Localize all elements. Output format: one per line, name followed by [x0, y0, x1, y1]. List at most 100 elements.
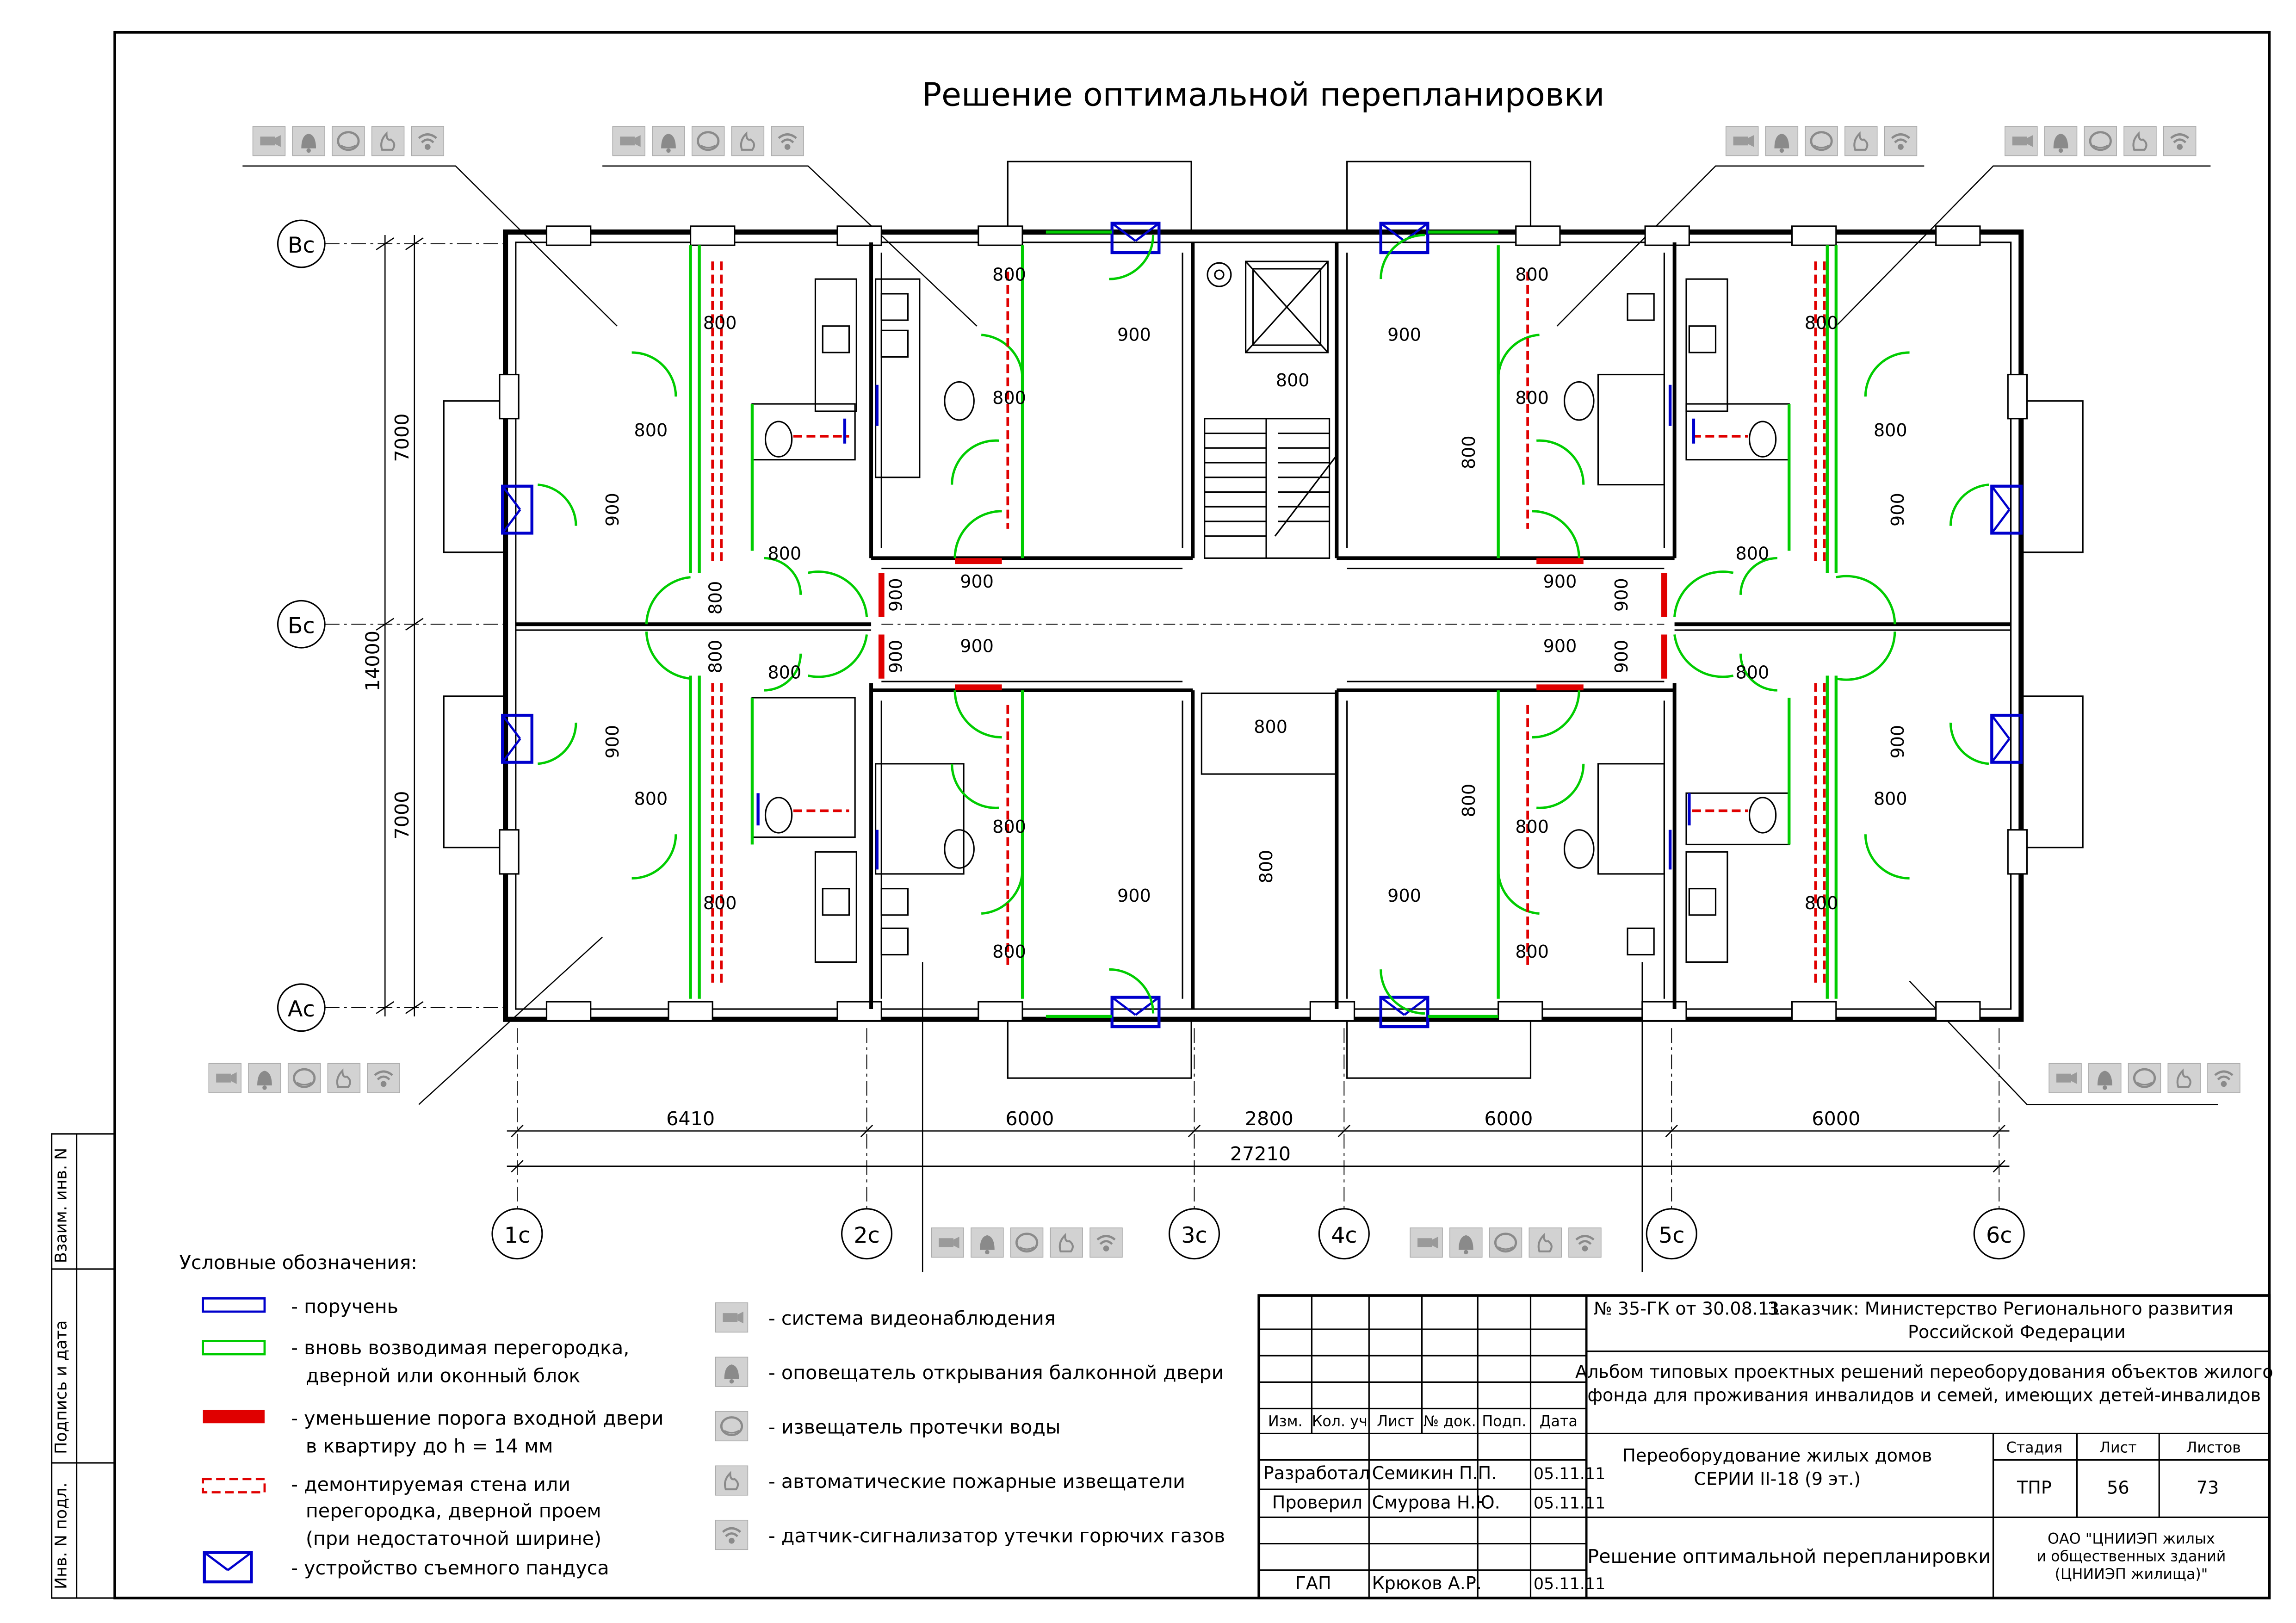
sensor-icons-bottom-2 [2049, 1063, 2240, 1092]
svg-text:Бс: Бс [288, 613, 315, 638]
legend-swatch-ramp [204, 1553, 252, 1582]
legend-item-handrail: - поручень [291, 1295, 398, 1318]
legend-item-demolished-1: - демонтируемая стена или [291, 1473, 570, 1495]
svg-text:900: 900 [960, 636, 994, 657]
dim-span-2: 6000 [1005, 1108, 1054, 1130]
legend-item-gas-sensor: - датчик-сигнализатор утечки горючих газ… [768, 1524, 1225, 1547]
sensor-icons-bottom-4 [1410, 1228, 1601, 1257]
svg-text:800: 800 [767, 663, 801, 683]
sensor-icons-top-3 [1726, 126, 1917, 155]
legend-item-demolished-2: перегородка, дверной проем [306, 1499, 601, 1522]
axis-row-v: Вс [277, 219, 506, 268]
legend-gas-sensor-icon [716, 1520, 748, 1549]
svg-text:900: 900 [1387, 325, 1421, 345]
svg-text:800: 800 [703, 313, 737, 333]
svg-text:Лист: Лист [1377, 1413, 1414, 1430]
contract-number: № 35-ГК от 30.08.11 [1594, 1298, 1780, 1319]
stamp-text-3: Инв. N подл. [52, 1482, 70, 1589]
stamp-text-2: Подпись и дата [52, 1320, 70, 1454]
svg-text:900: 900 [1543, 636, 1577, 657]
svg-text:800: 800 [1256, 850, 1276, 884]
svg-text:800: 800 [1805, 313, 1838, 333]
svg-text:900: 900 [1611, 578, 1632, 612]
legend: Условные обозначения: - поручень - вновь… [179, 1251, 1225, 1582]
svg-text:Подп.: Подп. [1482, 1413, 1526, 1430]
svg-text:800: 800 [1874, 420, 1907, 440]
dim-span-4: 6000 [1484, 1108, 1533, 1130]
svg-text:900: 900 [886, 640, 906, 674]
title-block [1257, 1294, 2271, 1599]
legend-item-threshold-2: в квартиру до h = 14 мм [306, 1435, 553, 1457]
customer-line-1: Заказчик: Министерство Регионального раз… [1768, 1298, 2233, 1319]
axis-col-4: 4с [1318, 1028, 1370, 1260]
svg-text:800: 800 [992, 388, 1026, 408]
dimension-lines-left [376, 235, 424, 1016]
svg-text:900: 900 [1117, 886, 1151, 906]
svg-text:Ас: Ас [288, 997, 315, 1022]
sheet-label: Лист [2099, 1440, 2136, 1456]
svg-text:800: 800 [1515, 817, 1549, 837]
dim-span-5: 6000 [1812, 1108, 1860, 1130]
legend-item-water-leak: - извещатель протечки воды [768, 1416, 1061, 1438]
dim-vert-2: 14000 [362, 631, 384, 691]
outer-frame [113, 31, 2271, 1599]
name-gap: Крюков А.Р. [1372, 1573, 1482, 1593]
svg-text:900: 900 [960, 571, 994, 592]
svg-text:800: 800 [1459, 784, 1479, 818]
name-developer: Семикин П.П. [1372, 1463, 1497, 1483]
name-checker: Смурова Н.Ю. [1372, 1492, 1500, 1512]
legend-item-camera: - система видеонаблюдения [768, 1307, 1056, 1330]
dim-vert-3: 7000 [391, 791, 413, 839]
object-line-2: СЕРИИ II-18 (9 эт.) [1694, 1469, 1861, 1489]
svg-text:900: 900 [602, 725, 623, 759]
legend-camera-icon [714, 1302, 749, 1333]
svg-text:900: 900 [1611, 640, 1632, 674]
date-checker: 05.11.11 [1534, 1494, 1605, 1512]
stage-label: Стадия [2006, 1440, 2063, 1456]
svg-text:800: 800 [1459, 435, 1479, 469]
object-line-1: Переоборудование жилых домов [1622, 1445, 1932, 1466]
sensor-icons-top-2 [613, 126, 804, 155]
svg-text:900: 900 [1888, 725, 1908, 759]
sheets-value: 73 [2197, 1478, 2219, 1498]
svg-text:800: 800 [992, 942, 1026, 962]
dim-vert-1: 7000 [391, 414, 413, 462]
svg-text:900: 900 [1117, 325, 1151, 345]
leader-lines [242, 165, 2218, 1272]
svg-text:2с: 2с [854, 1223, 879, 1248]
floor-plan [443, 161, 2084, 1079]
svg-text:Дата: Дата [1540, 1413, 1578, 1430]
role-developer: Разработал [1263, 1463, 1370, 1483]
legend-item-new-partition-1: - вновь возводимая перегородка, [291, 1337, 629, 1359]
axis-row-a: Ас [277, 983, 506, 1032]
legend-swatch-new-partition [202, 1340, 266, 1356]
svg-text:800: 800 [703, 893, 737, 913]
svg-text:Кол. уч: Кол. уч [1312, 1413, 1368, 1430]
svg-text:800: 800 [1515, 264, 1549, 285]
svg-text:800: 800 [992, 264, 1026, 285]
svg-text:800: 800 [1736, 663, 1770, 683]
legend-fire-detector-icon [716, 1466, 748, 1495]
svg-text:800: 800 [1736, 544, 1770, 564]
axis-col-2: 2с [841, 1028, 893, 1260]
dim-total: 27210 [1230, 1143, 1291, 1165]
svg-text:800: 800 [767, 544, 801, 564]
svg-text:Изм.: Изм. [1268, 1413, 1303, 1430]
sensor-icons-top-1 [253, 126, 444, 155]
legend-item-demolished-3: (при недостаточной ширине) [306, 1528, 601, 1550]
dim-span-1: 6410 [666, 1108, 715, 1130]
legend-balcony-alarm-icon [714, 1356, 749, 1388]
legend-item-new-partition-2: дверной или оконный блок [306, 1364, 581, 1387]
axis-row-b: Бс [277, 600, 506, 649]
svg-text:Вс: Вс [288, 233, 315, 258]
svg-text:900: 900 [1888, 493, 1908, 527]
sheets-label: Листов [2186, 1440, 2241, 1456]
axis-markers: Вс Бс Ас 1с 2с 3с 4с 5с 6с [277, 219, 2025, 1260]
axis-col-5: 5с [1646, 1028, 1697, 1260]
axis-col-6: 6с [1973, 1028, 2025, 1260]
legend-item-fire-detector: - автоматические пожарные извещатели [768, 1470, 1185, 1493]
legend-water-leak-icon [716, 1412, 748, 1441]
sensor-icons-top-4 [2005, 126, 2196, 155]
date-gap: 05.11.11 [1534, 1575, 1605, 1593]
